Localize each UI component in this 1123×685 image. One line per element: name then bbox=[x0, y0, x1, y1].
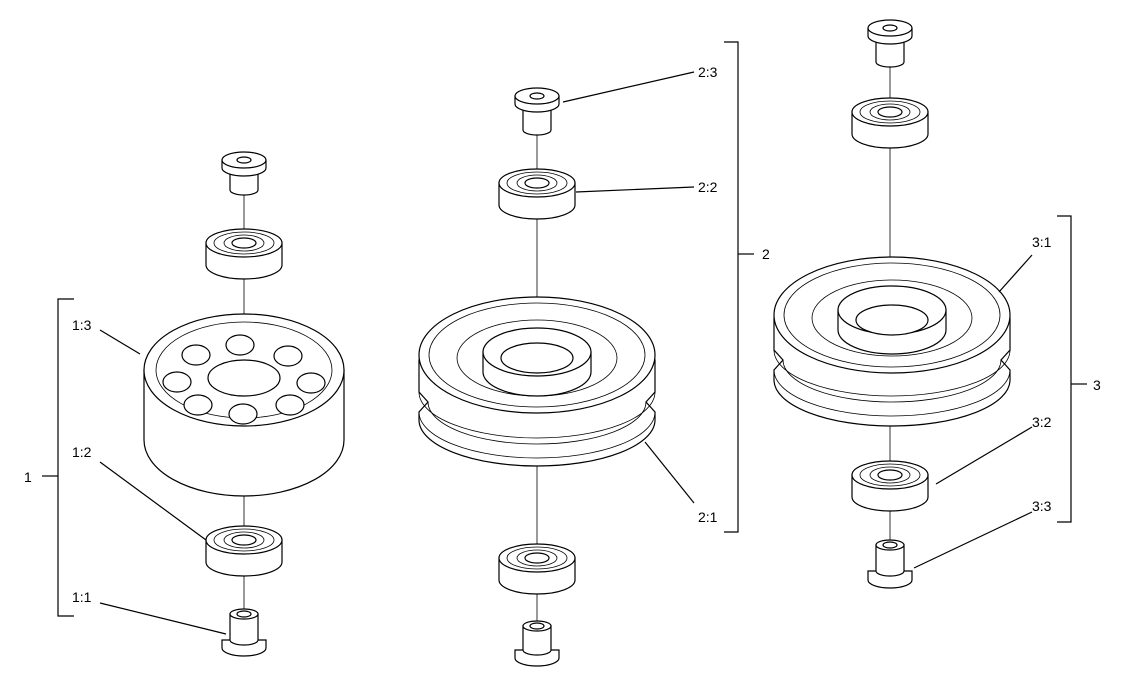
bracket-3 bbox=[1057, 215, 1072, 523]
bearing-bottom-3 bbox=[851, 460, 929, 512]
leader-1-2 bbox=[99, 461, 207, 541]
leader-1-1 bbox=[99, 602, 227, 635]
leader-2-1 bbox=[644, 441, 695, 504]
bracket-1 bbox=[57, 298, 74, 617]
label-1-1: 1:1 bbox=[72, 589, 92, 605]
leader-3-1 bbox=[998, 254, 1033, 293]
label-2-3: 2:3 bbox=[698, 64, 718, 80]
bushing-top-3 bbox=[867, 19, 913, 68]
bushing-bottom-1 bbox=[221, 608, 267, 657]
assembly-3: 3 3:1 3:2 3:3 bbox=[773, 19, 1101, 589]
leader-2-3 bbox=[562, 71, 695, 103]
bracket-2 bbox=[724, 41, 739, 533]
label-3: 3 bbox=[1093, 377, 1101, 393]
leader-2-2 bbox=[575, 186, 695, 193]
bearing-bottom-2 bbox=[498, 543, 576, 595]
pulley-3 bbox=[773, 256, 1011, 427]
label-3-3: 3:3 bbox=[1032, 498, 1052, 514]
leader-3-2 bbox=[935, 426, 1033, 485]
pulley-2 bbox=[418, 296, 656, 467]
label-1-2: 1:2 bbox=[72, 444, 92, 460]
bushing-top-1 bbox=[221, 151, 267, 196]
leader-1-3 bbox=[99, 329, 141, 355]
bearing-bottom-1 bbox=[205, 525, 283, 577]
label-3-1: 3:1 bbox=[1032, 234, 1052, 250]
bushing-top-2 bbox=[514, 87, 560, 136]
assembly-2: 2 2:3 2:2 2:1 bbox=[418, 41, 770, 667]
bearing-top-3 bbox=[851, 97, 929, 149]
wheel-1 bbox=[143, 313, 345, 497]
leader-3-3 bbox=[913, 511, 1033, 569]
label-2-2: 2:2 bbox=[698, 179, 718, 195]
bushing-bottom-3 bbox=[867, 539, 913, 589]
label-3-2: 3:2 bbox=[1032, 414, 1052, 430]
label-2: 2 bbox=[762, 246, 770, 262]
label-2-1: 2:1 bbox=[698, 509, 718, 525]
label-1-3: 1:3 bbox=[72, 317, 92, 333]
bearing-top-1 bbox=[205, 228, 283, 280]
bearing-top-2 bbox=[498, 168, 576, 220]
bushing-bottom-2 bbox=[514, 620, 560, 667]
assembly-1: 1 1:3 1:2 1:1 bbox=[24, 151, 345, 657]
label-1: 1 bbox=[24, 469, 32, 485]
